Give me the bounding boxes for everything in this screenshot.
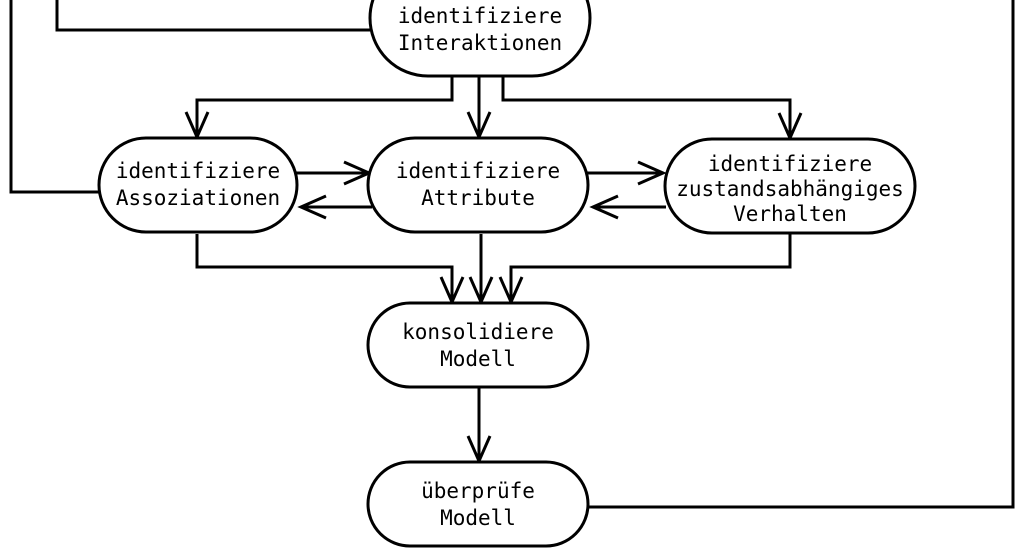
node-label-verhalten-line2: zustandsabhängiges xyxy=(676,177,904,201)
node-label-interaktionen-line1: identifiziere xyxy=(398,4,562,28)
node-ueberpruefe-modell[interactable]: überprüfe Modell xyxy=(366,460,590,548)
node-identifiziere-attribute[interactable]: identifiziere Attribute xyxy=(366,136,590,234)
node-label-assoziationen-line1: identifiziere xyxy=(116,159,280,183)
arrowhead-attribute-to-assoziationen xyxy=(297,194,327,220)
node-label-konsolidiere-line1: konsolidiere xyxy=(402,320,554,344)
node-label-attribute-line2: Attribute xyxy=(421,186,535,210)
node-shape-interaktionen xyxy=(368,0,592,78)
edge-interaktionen-left-feedback xyxy=(55,0,370,32)
node-shape-assoziationen xyxy=(97,136,299,234)
edge-interaktionen-to-verhalten xyxy=(501,76,792,137)
node-label-konsolidiere-line2: Modell xyxy=(440,347,516,371)
edge-ueberpruefe-right-feedback xyxy=(588,0,1015,509)
edge-assoziationen-to-konsolidiere xyxy=(195,234,454,301)
node-shape-verhalten xyxy=(663,137,917,235)
edge-left-feedback-to-assoziationen xyxy=(9,0,99,194)
node-label-interaktionen-line2: Interaktionen xyxy=(398,31,562,55)
node-shape-konsolidiere xyxy=(366,301,590,389)
edge-verhalten-to-konsolidiere xyxy=(509,234,792,301)
arrowhead-attribute-to-verhalten xyxy=(637,160,667,186)
node-konsolidiere-modell[interactable]: konsolidiere Modell xyxy=(366,301,590,389)
node-identifiziere-zustandsabhaengiges-verhalten[interactable]: identifiziere zustandsabhängiges Verhalt… xyxy=(663,137,917,235)
node-label-verhalten-line1: identifiziere xyxy=(708,152,872,176)
edge-interaktionen-to-assoziationen xyxy=(195,76,454,136)
node-identifiziere-interaktionen[interactable]: identifiziere Interaktionen xyxy=(368,0,592,78)
node-identifiziere-assoziationen[interactable]: identifiziere Assoziationen xyxy=(97,136,299,234)
node-label-verhalten-line3: Verhalten xyxy=(733,202,847,226)
arrowhead-verhalten-to-attribute xyxy=(589,194,619,220)
node-shape-attribute xyxy=(366,136,590,234)
node-label-ueberpruefe-line2: Modell xyxy=(440,506,516,530)
node-label-assoziationen-line2: Assoziationen xyxy=(116,186,280,210)
node-label-ueberpruefe-line1: überprüfe xyxy=(421,479,535,503)
node-label-attribute-line1: identifiziere xyxy=(396,159,560,183)
node-shape-ueberpruefe xyxy=(366,460,590,548)
